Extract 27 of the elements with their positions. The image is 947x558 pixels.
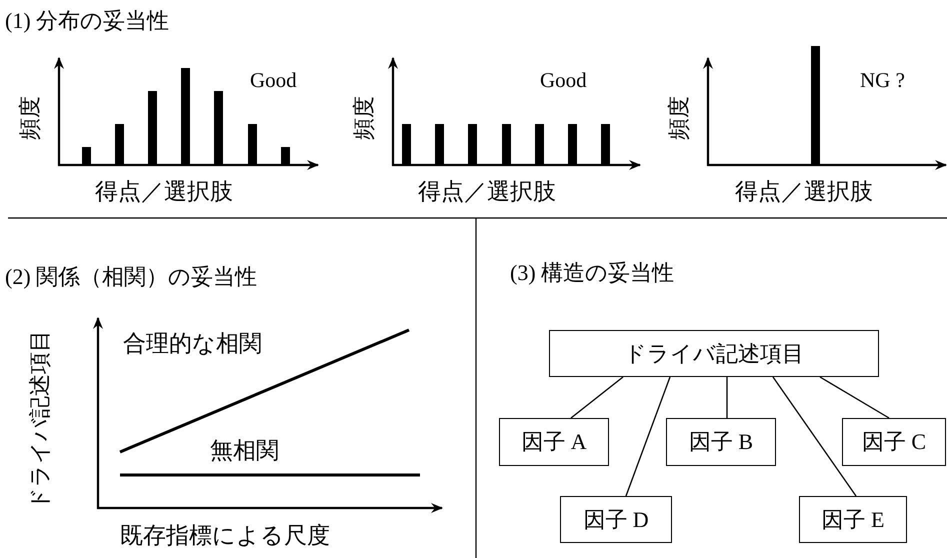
factor-box: 因子 B bbox=[666, 418, 776, 466]
section-title: (1) 分布の妥当性 bbox=[5, 10, 170, 32]
factor-box: 因子 D bbox=[560, 496, 672, 543]
axis-label: ドライバ記述項目 bbox=[29, 330, 51, 510]
connector-line bbox=[570, 376, 624, 419]
axis-label: 頻度 bbox=[19, 96, 41, 140]
connector-line bbox=[625, 376, 671, 496]
rating-text: Good bbox=[250, 70, 297, 91]
connector-line bbox=[726, 377, 728, 418]
axis-label: 頻度 bbox=[353, 96, 375, 140]
item-box: ドライバ記述項目 bbox=[549, 330, 879, 377]
section-title: (3) 構造の妥当性 bbox=[510, 262, 674, 284]
rating-text: Good bbox=[540, 70, 587, 91]
rating-text: NG ? bbox=[860, 70, 905, 91]
factor-box: 因子 C bbox=[842, 418, 946, 466]
axis-label: 頻度 bbox=[668, 96, 690, 140]
factor-box: 因子 A bbox=[499, 418, 609, 466]
section-title: (2) 関係（相関）の妥当性 bbox=[5, 266, 258, 288]
axis-label: 得点／選択肢 bbox=[418, 180, 556, 203]
factor-box: 因子 E bbox=[799, 496, 907, 543]
connector-line bbox=[820, 376, 890, 419]
axis-label: 得点／選択肢 bbox=[95, 180, 233, 203]
line-label: 無相関 bbox=[210, 439, 279, 462]
connector-line bbox=[772, 376, 857, 496]
axis-label: 得点／選択肢 bbox=[735, 180, 873, 203]
axis-label: 既存指標による尺度 bbox=[120, 524, 330, 547]
line-label: 合理的な相関 bbox=[123, 332, 262, 355]
